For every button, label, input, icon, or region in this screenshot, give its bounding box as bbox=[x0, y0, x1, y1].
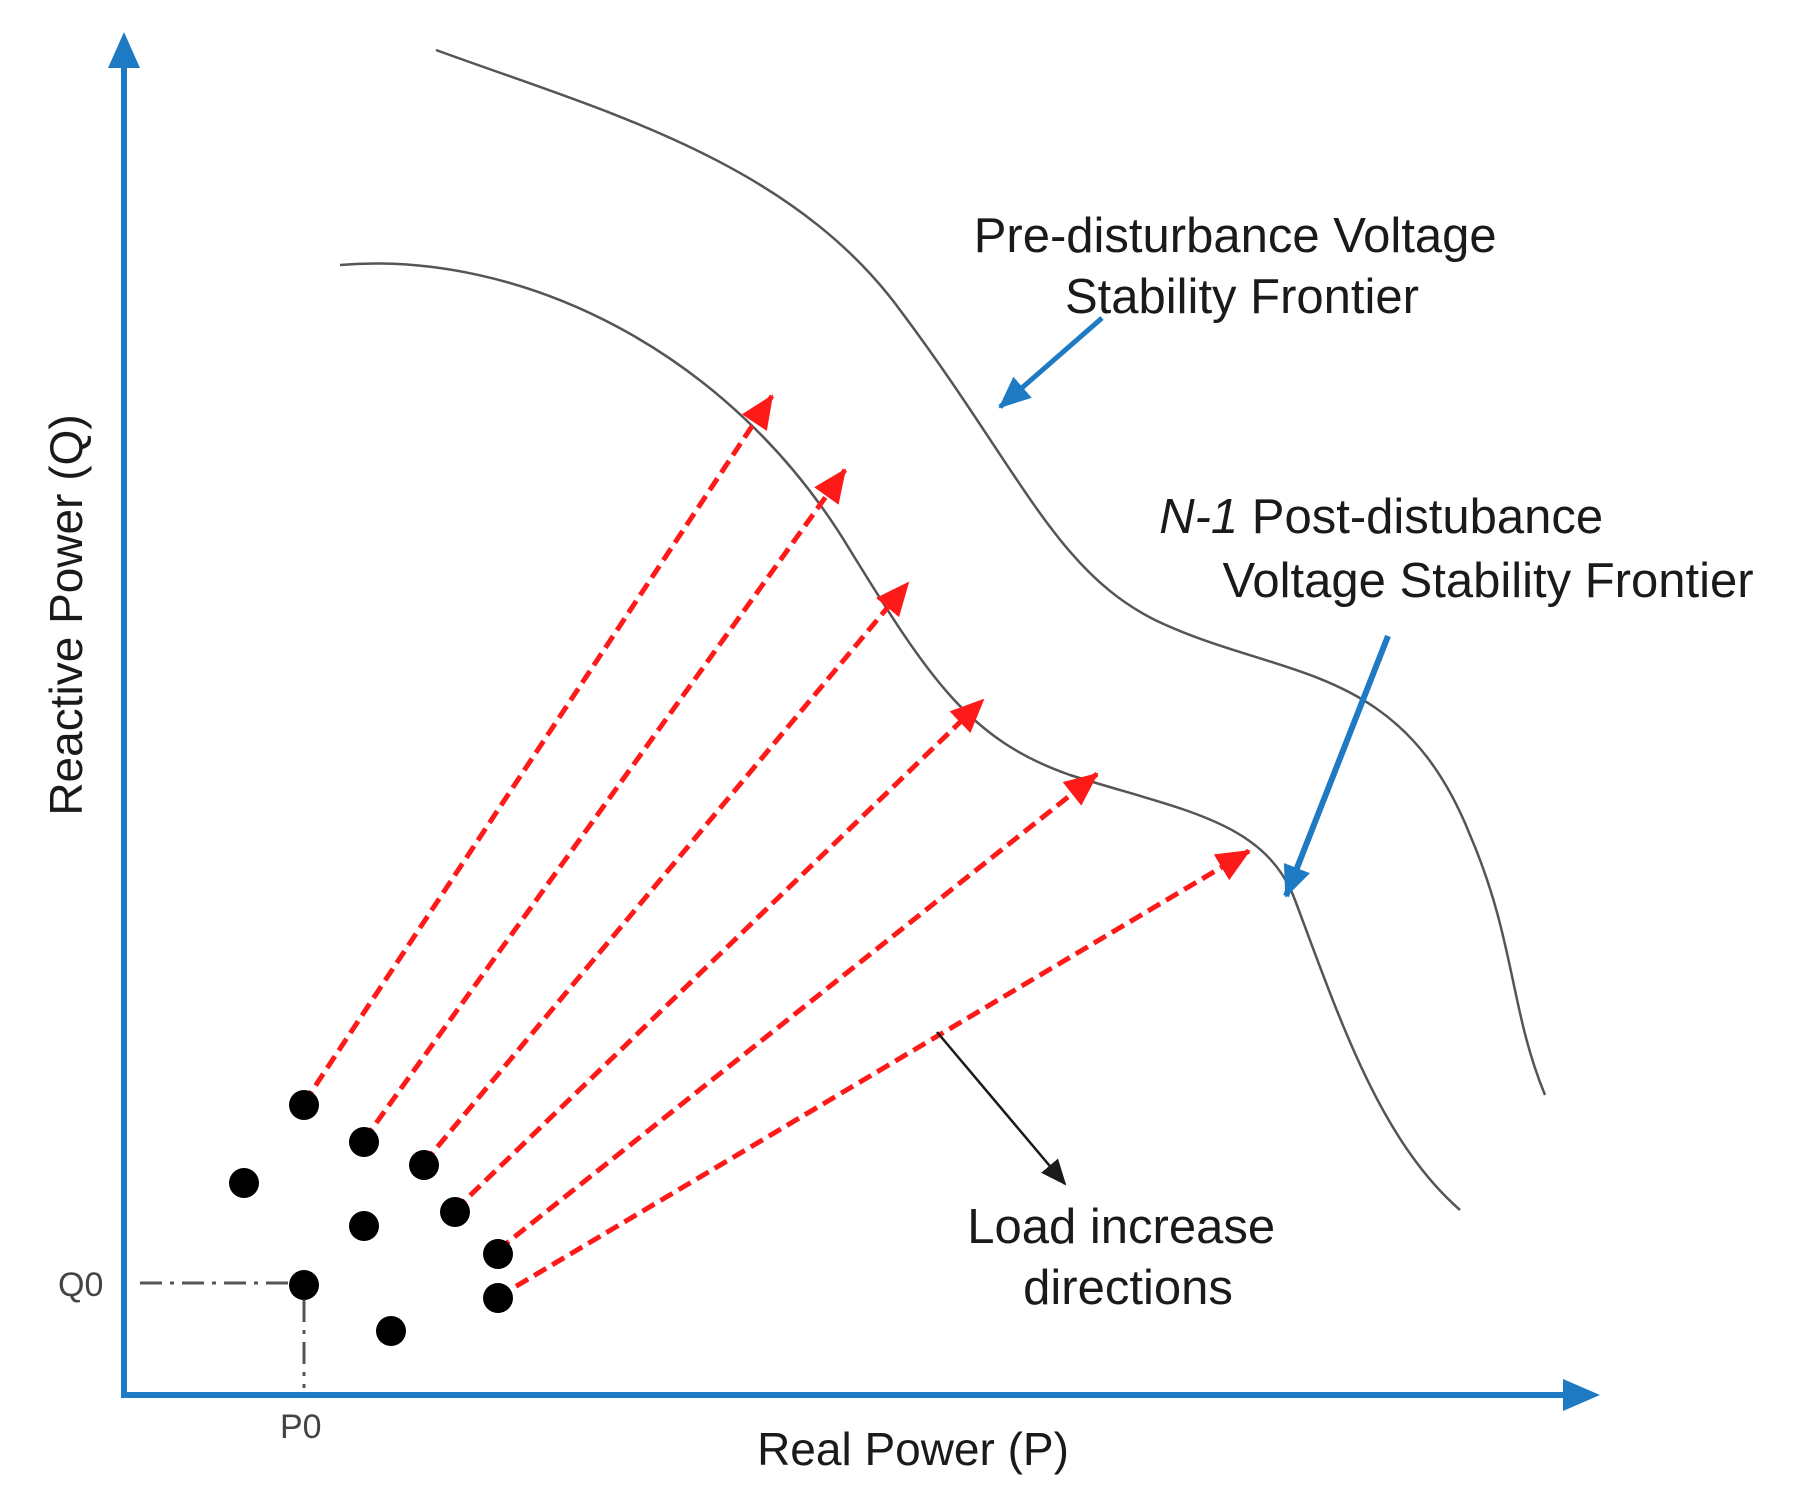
post-disturbance-frontier-curve bbox=[339, 262, 1461, 1211]
load-direction-arrow bbox=[301, 394, 775, 1105]
y-axis-arrowhead bbox=[108, 32, 140, 68]
pre-disturbance-label-line1: Pre-disturbance Voltage bbox=[974, 209, 1497, 263]
load-increase-arrows bbox=[301, 394, 1251, 1300]
operating-point bbox=[483, 1239, 513, 1269]
load-direction-arrow bbox=[496, 772, 1099, 1252]
operating-point bbox=[349, 1211, 379, 1241]
operating-point bbox=[349, 1127, 379, 1157]
operating-point bbox=[440, 1197, 470, 1227]
operating-points bbox=[229, 1090, 513, 1346]
operating-point-p0-q0 bbox=[289, 1270, 319, 1300]
pre-disturbance-label: Pre-disturbance Voltage Stability Fronti… bbox=[974, 209, 1511, 324]
axes bbox=[108, 32, 1600, 1411]
load-direction-arrow bbox=[422, 581, 910, 1165]
post-disturbance-label: N-1 Post-distubance Voltage Stability Fr… bbox=[1159, 490, 1753, 608]
post-disturbance-label-prefix: N-1 bbox=[1159, 490, 1238, 544]
load-direction-arrow bbox=[361, 468, 848, 1142]
post-disturbance-label-line2: Voltage Stability Frontier bbox=[1222, 554, 1753, 608]
operating-point bbox=[409, 1150, 439, 1180]
x-axis-arrowhead bbox=[1563, 1379, 1600, 1411]
operating-point bbox=[289, 1090, 319, 1120]
x-axis-label: Real Power (P) bbox=[757, 1423, 1069, 1475]
y-axis-label: Reactive Power (Q) bbox=[40, 414, 92, 815]
load-increase-label: Load increase directions bbox=[967, 1200, 1288, 1315]
operating-point bbox=[483, 1283, 513, 1313]
operating-point bbox=[376, 1316, 406, 1346]
load-increase-label-line1: Load increase bbox=[967, 1200, 1275, 1254]
operating-point-reference: Q0 P0 bbox=[58, 1266, 322, 1446]
p0-label: P0 bbox=[280, 1408, 322, 1446]
pre-frontier-pointer-arrow bbox=[998, 316, 1104, 409]
q0-label: Q0 bbox=[58, 1266, 103, 1304]
post-disturbance-label-rest: Post-distubance bbox=[1238, 490, 1603, 544]
load-direction-arrow bbox=[453, 698, 985, 1212]
pre-disturbance-frontier-curve bbox=[435, 48, 1547, 1096]
pre-disturbance-label-line2: Stability Frontier bbox=[1065, 270, 1419, 324]
load-increase-label-line2: directions bbox=[1023, 1261, 1233, 1315]
load-direction-pointer-arrow bbox=[936, 1031, 1067, 1186]
load-direction-arrow bbox=[496, 848, 1251, 1300]
operating-point bbox=[229, 1168, 259, 1198]
post-frontier-pointer-arrow bbox=[1283, 634, 1391, 898]
